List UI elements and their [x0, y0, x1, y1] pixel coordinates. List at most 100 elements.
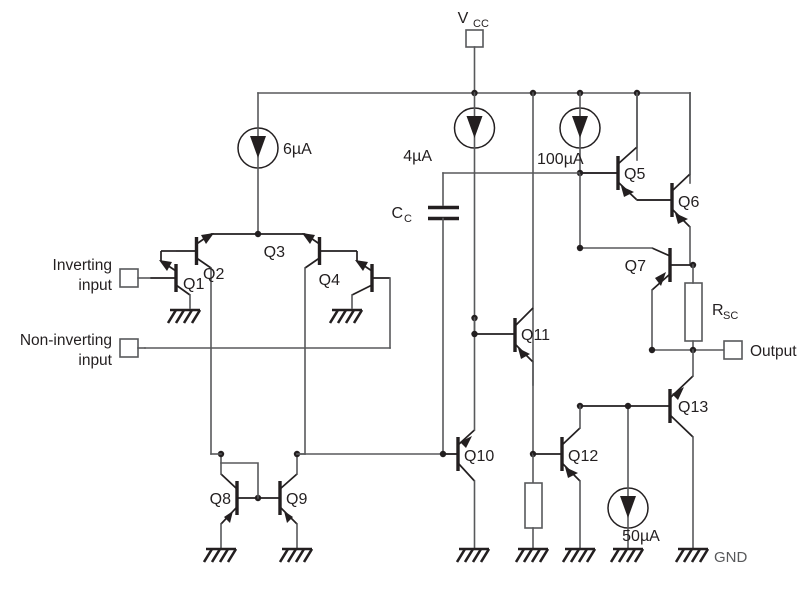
q4-emitter-arrow [355, 260, 368, 271]
transistor-q5: Q5 [580, 92, 673, 201]
cs-100ua-arrow [572, 116, 588, 138]
ground-q10-bottom [455, 547, 491, 563]
node-q7-emitter-output [648, 346, 656, 354]
cs-4ua-arrow [466, 116, 483, 138]
capacitor-cc: C C [391, 205, 459, 455]
transistor-q12: Q12 [533, 405, 598, 549]
q3-emitter-arrow [302, 233, 315, 244]
transistor-q3: Q3 [258, 233, 340, 455]
q10-emitter-lead-slant [457, 462, 476, 482]
transistor-q4: Q4 [144, 250, 391, 349]
current-source-6ua: 6µA [237, 127, 312, 238]
output-terminal[interactable] [723, 340, 743, 360]
cs-6ua-label: 6µA [283, 141, 312, 158]
vcc-label: V [458, 10, 469, 27]
gnd-50ua-hatch [609, 548, 645, 563]
q5-collector-lead-slant [617, 146, 638, 165]
ground-50ua-bottom [609, 547, 645, 563]
q1-label: Q1 [183, 276, 204, 293]
q9-label: Q9 [286, 491, 307, 508]
node-q11-base [471, 330, 478, 338]
mid-bus-group [296, 450, 459, 458]
q5-emitter-arrow [621, 186, 634, 197]
q6-emitter-arrow [675, 213, 688, 224]
q9-collector-lead-slant [279, 473, 298, 490]
inverting-input-terminal[interactable] [119, 268, 139, 288]
bias-rail-173 [442, 172, 581, 206]
cc-subscript: C [404, 213, 412, 225]
q11-emitter-arrow [518, 348, 530, 359]
q12-label: Q12 [568, 448, 598, 465]
q11-collector-lead-slant [514, 307, 534, 327]
q13-collector-arrow [672, 387, 684, 400]
q12-collector-lead-slant [561, 427, 581, 446]
ground-q12-bottom [561, 547, 597, 563]
output-node-group: Output [648, 340, 797, 360]
resistor-unlabeled-body [524, 482, 543, 529]
gnd-q12-hatch [561, 548, 597, 563]
non-inverting-input-label-line1: Non-inverting [20, 332, 112, 349]
resistor-rsc: R SC [684, 264, 738, 351]
input-ports-group: Inverting input Non-inverting input [20, 257, 151, 369]
q9-emitter-arrow [284, 511, 293, 523]
cc-label: C [391, 205, 403, 222]
rsc-body [684, 282, 703, 342]
rsc-label: R [712, 302, 724, 319]
q8-label: Q8 [210, 491, 231, 508]
q13-label: Q13 [678, 399, 708, 416]
cs-100ua-label: 100µA [537, 151, 584, 168]
cs-50ua-label: 50µA [622, 528, 660, 545]
transistor-q10: Q10 [443, 314, 494, 549]
gnd-q9-hatch [278, 548, 314, 563]
vcc-terminal[interactable] [465, 29, 484, 48]
inverting-input-label-line2: input [78, 277, 112, 294]
vcc-subscript: CC [473, 18, 489, 30]
non-inverting-input-label-line2: input [78, 352, 112, 369]
transistor-q8: Q8 [210, 453, 258, 549]
q11-label: Q11 [521, 327, 550, 344]
node-50ua-q13-base [624, 402, 632, 410]
q3-collector-lead-slant [304, 257, 320, 269]
q7-base-lead-slant [651, 247, 671, 257]
output-label: Output [750, 343, 797, 360]
node-q7-base [576, 244, 584, 252]
cs-50ua-arrow [620, 496, 636, 518]
current-source-50ua: 50µA [607, 402, 660, 549]
transistor-q1: Q1 [150, 250, 204, 309]
transistor-q2: Q2 [176, 233, 258, 455]
cs-4ua-label: 4µA [403, 148, 432, 165]
cs-6ua-arrow [250, 136, 266, 158]
rsc-subscript: SC [723, 310, 738, 322]
q6-label: Q6 [678, 194, 699, 211]
gnd-q1-hatch [166, 309, 202, 324]
q4-collector-lead-slant [351, 284, 373, 296]
q2-label: Q2 [203, 266, 224, 283]
q10-label: Q10 [464, 448, 494, 465]
q1-emitter-arrow [159, 260, 172, 271]
gnd-q8-hatch [202, 548, 238, 563]
ground-q1 [166, 308, 202, 324]
gnd-label: GND [714, 549, 748, 566]
q1-collector-lead-slant [175, 284, 191, 296]
gnd-q4-hatch [328, 309, 364, 324]
q8-emitter-arrow [224, 511, 233, 523]
q10-collector-arrow [460, 436, 472, 448]
current-source-100ua: 100µA [537, 92, 619, 249]
vcc-supply-group: V CC [458, 10, 489, 94]
non-inverting-input-terminal[interactable] [119, 338, 139, 358]
transistor-q6: Q6 [637, 92, 699, 266]
q13-emitter-lead-slant [669, 414, 694, 438]
q12-emitter-arrow [565, 467, 578, 478]
gnd-q13-hatch [674, 548, 710, 563]
wire-q8-diode-connect [220, 462, 259, 499]
transistor-q13: Q13 [576, 349, 708, 549]
q3-label: Q3 [264, 244, 285, 261]
transistor-q9: Q9 [254, 453, 307, 549]
q6-collector-lead-slant [671, 173, 691, 192]
gnd-r-hatch [514, 548, 550, 563]
current-source-4ua: 4µA [403, 92, 496, 319]
resistor-unlabeled [524, 482, 543, 549]
inverting-input-label-line1: Inverting [53, 257, 112, 274]
transistor-q7: Q7 [576, 244, 697, 351]
